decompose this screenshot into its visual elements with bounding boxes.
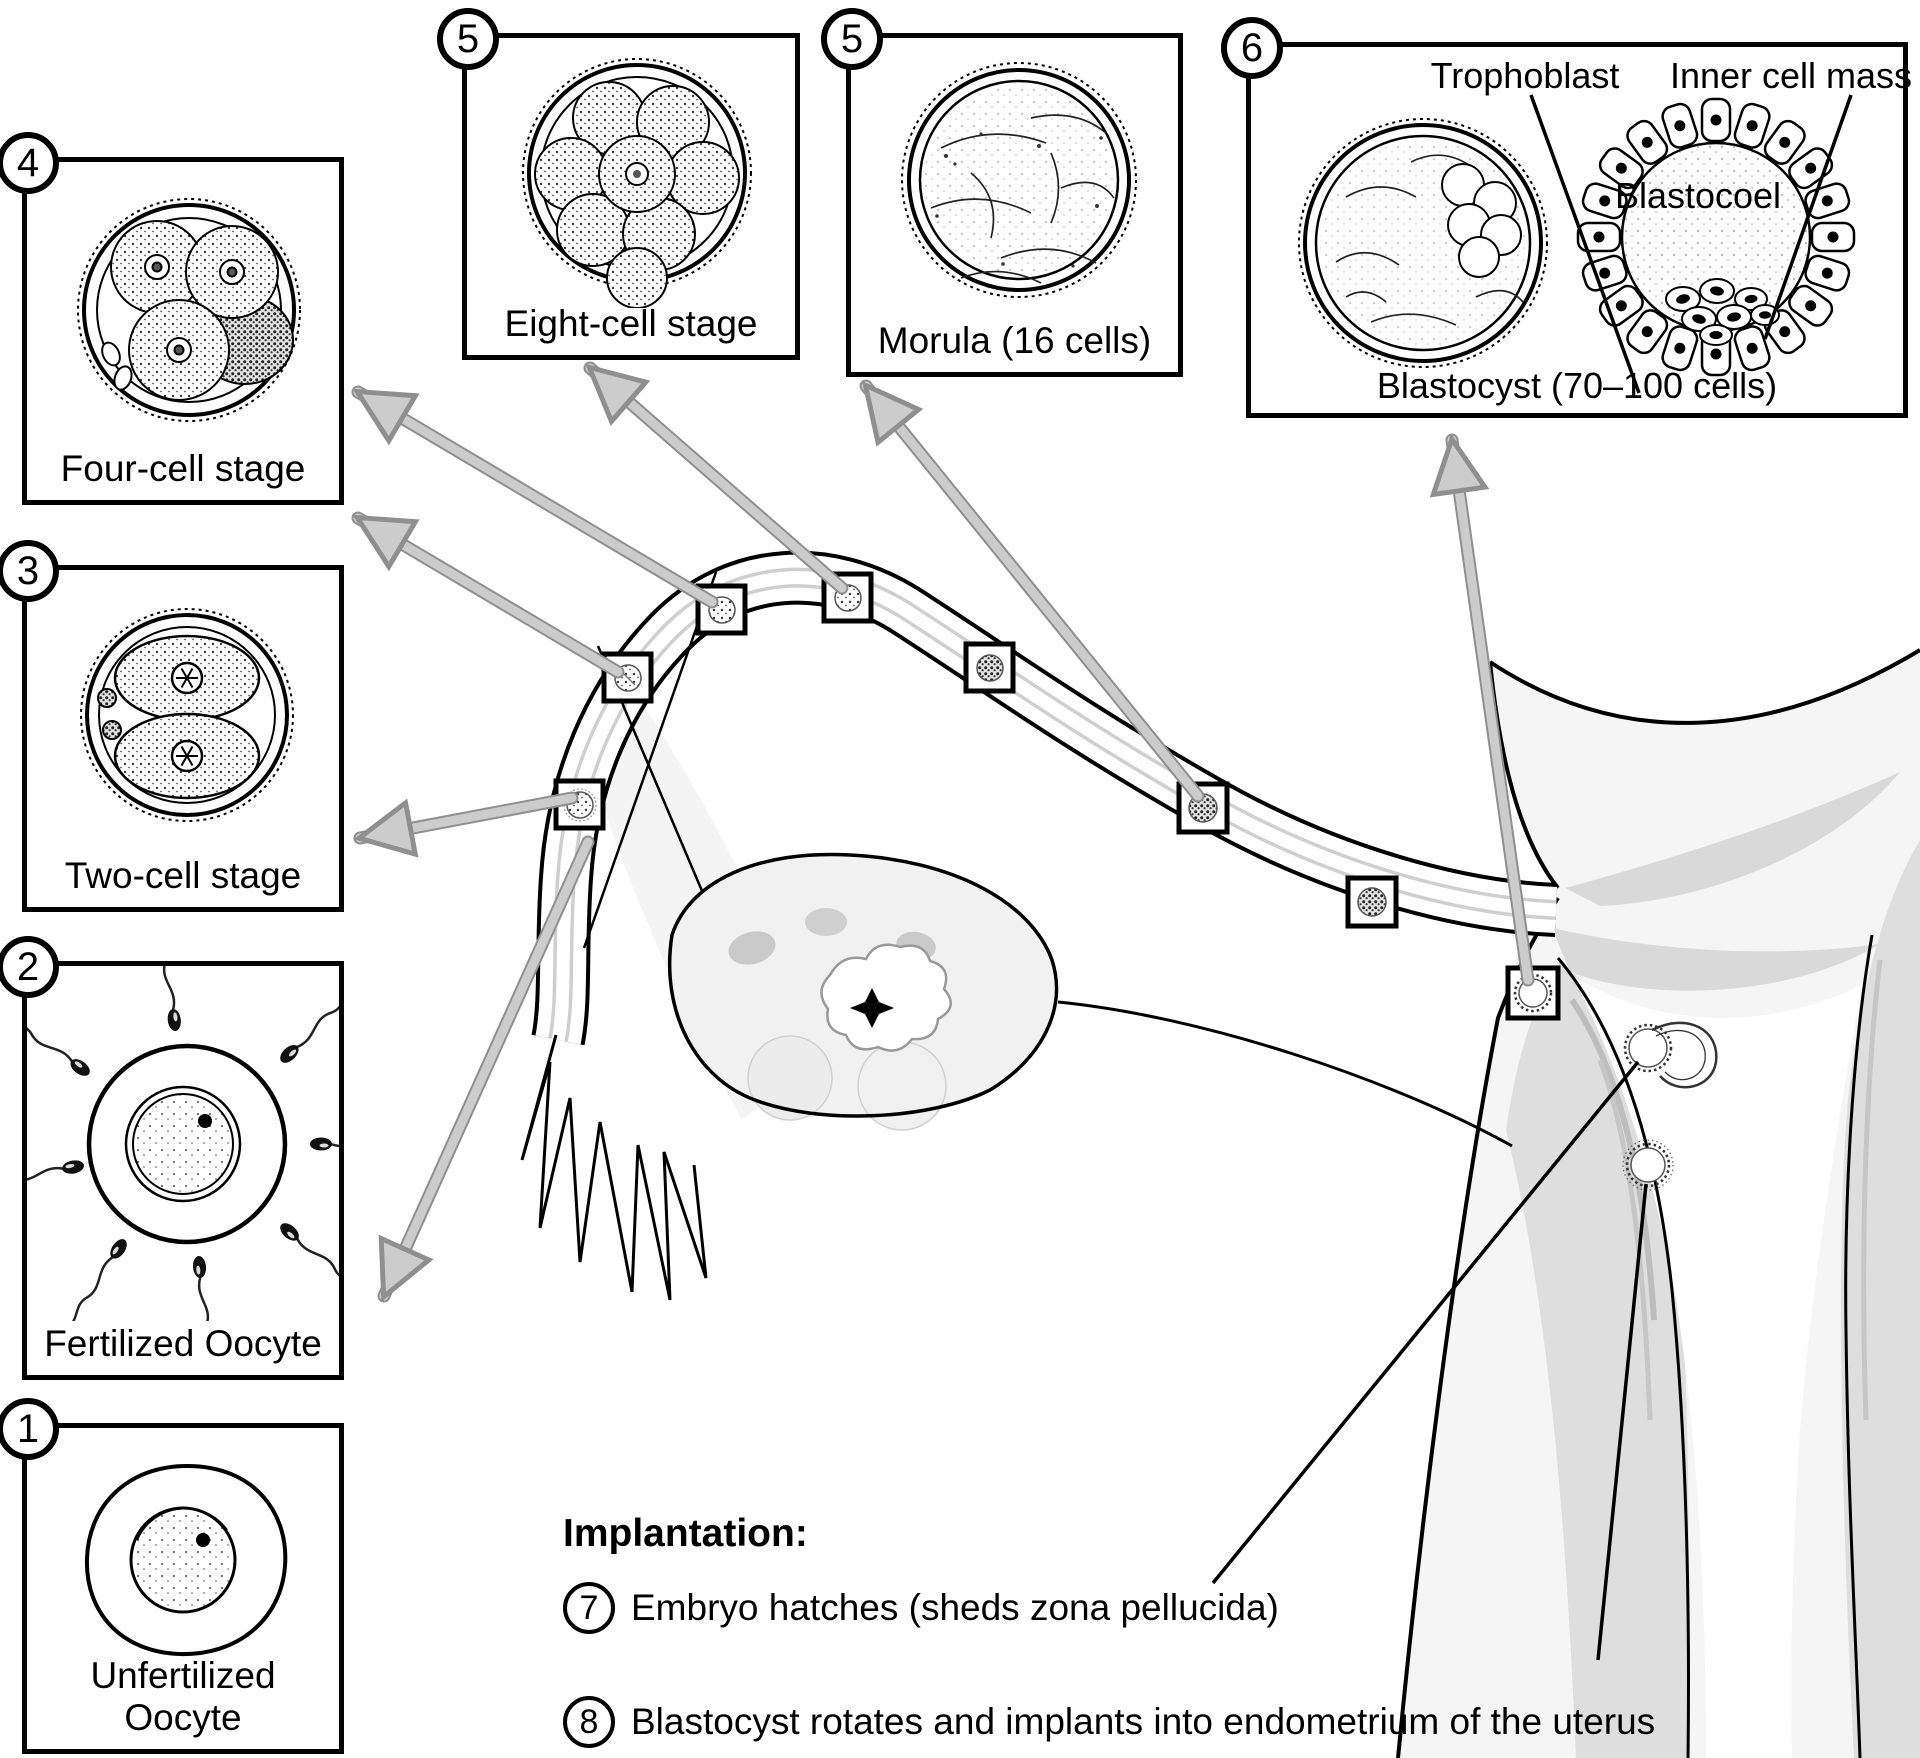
polar-body (97, 688, 117, 708)
stage-box-two-cell: 3 Two-cell stage (0, 540, 344, 912)
follicle (728, 931, 776, 965)
implantation-notes: Implantation: 7 Embryo hatches (sheds zo… (563, 1512, 1655, 1748)
stage-label: Unfertilized Oocyte (90, 1655, 276, 1738)
step-text: Embryo hatches (sheds zona pellucida) (631, 1587, 1279, 1628)
step-number: 7 (579, 1588, 599, 1627)
stage-label: Four-cell stage (60, 448, 306, 489)
stage-number: 1 (16, 1407, 40, 1451)
fertilized-oocyte-illustration (27, 966, 339, 1321)
step7-pointer-line (1211, 1060, 1640, 1585)
polar-body (101, 341, 121, 367)
implanting-blastocyst (1622, 1139, 1674, 1191)
unfertilized-oocyte-illustration (84, 1463, 288, 1657)
stage-box-eight-cell: 5 Eight-cell stage (437, 8, 800, 360)
stage-number: 3 (16, 549, 40, 593)
inner-cell-mass-pointer-line (1763, 94, 1853, 340)
implantation-step-8: 8 Blastocyst rotates and implants into e… (563, 1696, 1655, 1748)
stage-number-badge: 1 (0, 1398, 59, 1460)
stage-number-badge: 6 (1221, 17, 1283, 79)
stage-box-fertilized-oocyte: 2 Ferti (0, 936, 344, 1380)
shed-zona-pellucida (1651, 1021, 1718, 1089)
trophoblast-pointer-line (1529, 94, 1641, 394)
implantation-heading: Implantation: (563, 1512, 808, 1555)
morula-cell-walls (930, 114, 1115, 284)
corpus-luteum (820, 943, 952, 1052)
corpus-luteum-star (850, 988, 894, 1028)
inner-cell-cluster (1441, 163, 1522, 278)
blastocyst-cross-section (1576, 97, 1856, 377)
early-blastocyst (1298, 118, 1548, 368)
endometrium-right (1840, 840, 1920, 1758)
stage-number-badge: 5 (821, 8, 883, 70)
follicle (805, 908, 847, 936)
stage-box-morula: 5 Morula (16 cells) (821, 8, 1183, 377)
arrow-to-unfertilized-box (377, 835, 595, 1303)
ovarian-ligament (1057, 1000, 1513, 1148)
stage-label: Morula (16 cells) (877, 320, 1152, 361)
blastocoel-cavity (1622, 143, 1810, 331)
blastocyst-illustration (1298, 94, 1856, 394)
polar-body (113, 365, 133, 391)
four-cell-marker (695, 583, 748, 636)
arrow-to-morula-box (859, 379, 1205, 803)
uterine-cavity (1572, 975, 1862, 1758)
stage-number-badge: 3 (0, 540, 59, 602)
step-text: Blastocyst rotates and implants into end… (631, 1701, 1656, 1742)
inner-cell-mass-label: Inner cell mass (1669, 55, 1913, 96)
step8-pointer-line (1596, 1183, 1648, 1661)
stage-box-unfertilized-oocyte: 1 Unfertilized Oocyte (0, 1398, 344, 1754)
stage-number: 5 (456, 17, 480, 61)
eight-cell-illustration (522, 58, 752, 308)
stage-number: 6 (1240, 26, 1264, 70)
hatching-embryo (1623, 1021, 1718, 1089)
stage-number-badge: 2 (0, 936, 59, 998)
polar-body (102, 720, 122, 740)
four-cell-illustration (77, 198, 301, 422)
nucleoli (144, 254, 245, 363)
step-number-circle: 8 (563, 1696, 615, 1748)
icm-nuclei (1676, 286, 1771, 339)
stage-number-badge: 5 (437, 8, 499, 70)
ovary (667, 852, 1059, 1131)
blastocoel-label: Blastocoel (1614, 175, 1782, 216)
arrow-to-fertilized-box (353, 791, 579, 858)
trophoblast-label: Trophoblast (1430, 55, 1620, 96)
arrow-to-blastocyst-box (1429, 433, 1535, 987)
isthmus-morula-marker (1345, 875, 1399, 929)
stage-number-badge: 4 (0, 132, 59, 194)
arrow-to-two-cell-box (351, 511, 625, 679)
stage-label: Two-cell stage (64, 855, 302, 896)
stage-label: Fertilized Oocyte (44, 1323, 322, 1364)
stipple-dots (935, 132, 1103, 268)
arrow-to-four-cell-box (351, 385, 719, 609)
step-number-circle: 7 (563, 1582, 615, 1634)
stage-box-blastocyst: 6 (1221, 17, 1912, 418)
stage-arrows (351, 361, 1535, 1303)
stage-label: Eight-cell stage (504, 303, 758, 344)
stage-number: 4 (16, 141, 40, 185)
morula-illustration (901, 62, 1137, 298)
mesosalpinx-line (582, 571, 718, 949)
implantation-step-7: 7 Embryo hatches (sheds zona pellucida) (563, 1582, 1655, 1634)
stage-box-four-cell: 4 Four-cell stage (0, 132, 344, 505)
arrow-to-eight-cell-box (583, 361, 849, 595)
stage-label: Blastocyst (70–100 cells) (1376, 365, 1778, 406)
stage-number: 5 (840, 17, 864, 61)
fimbriae (520, 1034, 708, 1301)
stage-number: 2 (16, 945, 40, 989)
step-number: 8 (579, 1702, 599, 1741)
morula-marker (963, 641, 1016, 694)
two-cell-illustration (80, 608, 294, 822)
